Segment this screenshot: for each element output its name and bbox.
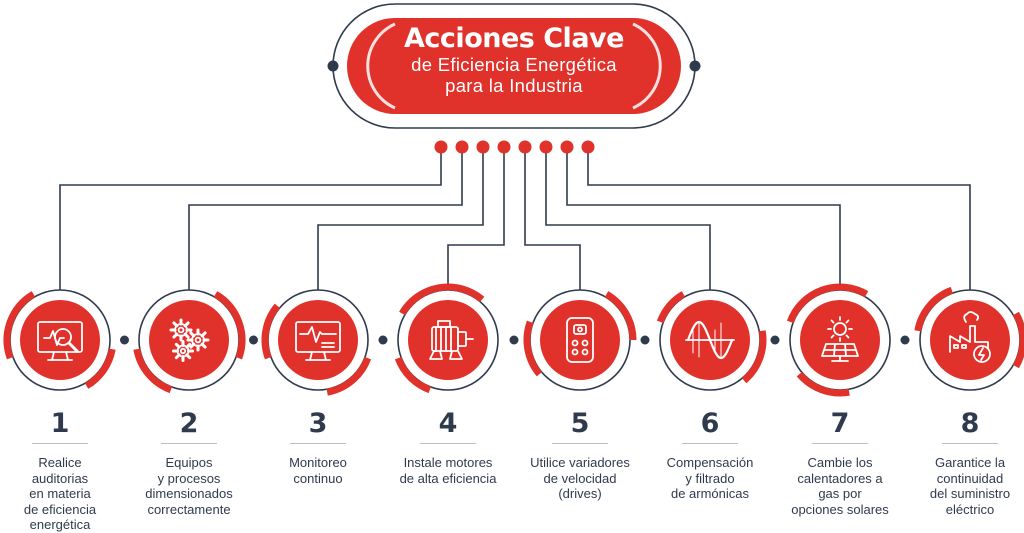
junction-node-2 — [455, 140, 469, 154]
connector-line-3 — [317, 147, 484, 290]
step-divider-6 — [682, 443, 738, 444]
step-arc-top-1 — [3, 291, 36, 360]
step-divider-5 — [552, 443, 608, 444]
junction-node-6 — [539, 140, 553, 154]
step-divider-8 — [942, 443, 998, 444]
step-circle-6 — [656, 289, 767, 391]
separator-dot-7 — [900, 335, 910, 345]
junction-node-5 — [518, 140, 532, 154]
step-circle-8 — [914, 286, 1024, 391]
step-circle-1 — [3, 289, 116, 391]
electric-motor-icon — [429, 320, 474, 360]
step-circle-4 — [394, 283, 499, 394]
step-number-4: 4 — [438, 408, 458, 439]
step-arc-bottom-7 — [796, 371, 850, 397]
connector-line-4 — [447, 147, 505, 290]
step-arc-bottom-8 — [914, 286, 954, 332]
separator-dot-3 — [378, 335, 388, 345]
step-divider-7 — [812, 443, 868, 444]
step-arc-bottom-4 — [394, 356, 432, 394]
step-label-1: Realice auditorias en materia de eficien… — [23, 455, 97, 532]
step-number-1: 1 — [50, 408, 70, 439]
separator-dot-4 — [509, 335, 519, 345]
step-arc-top-7 — [786, 283, 869, 324]
connector-line-2 — [188, 147, 463, 290]
junction-node-3 — [476, 140, 490, 154]
step-label-5: Utilice variadores de velocidad (drives) — [530, 455, 630, 501]
connector-line-6 — [545, 147, 711, 290]
step-label-7: Cambie los calentadores a gas por opcion… — [791, 455, 889, 517]
banner-subtitle-line1: de Eficiencia Energética — [411, 54, 617, 75]
step-circle-3 — [261, 289, 372, 396]
step-arc-top-2 — [213, 291, 246, 360]
step-arc-bottom-6 — [656, 291, 686, 324]
monitor-waveform-icon — [295, 321, 341, 361]
banner-right-accent — [632, 22, 662, 110]
step-arc-bottom-2 — [133, 348, 173, 394]
step-divider-2 — [161, 443, 217, 444]
step-label-4: Instale motores de alta eficiencia — [399, 455, 497, 486]
step-number-3: 3 — [308, 408, 328, 439]
step-number-5: 5 — [570, 408, 590, 439]
step-arc-top-6 — [741, 330, 767, 384]
separator-dot-5 — [640, 335, 650, 345]
banner-pill — [347, 18, 681, 114]
separator-dot-1 — [120, 335, 129, 345]
connector-line-7 — [566, 147, 841, 290]
drive-controller-icon — [566, 317, 594, 363]
junction-node-7 — [560, 140, 574, 154]
step-circle-2 — [133, 289, 246, 394]
junction-node-1 — [434, 140, 448, 154]
banner-title-block: Acciones Clave de Eficiencia Energética … — [352, 23, 676, 97]
step-arc-top-3 — [261, 303, 281, 360]
step-circle-7 — [786, 283, 891, 397]
step-label-3: Monitoreo continuo — [289, 455, 347, 486]
step-number-7: 7 — [830, 408, 850, 439]
step-arc-bottom-3 — [326, 356, 372, 396]
step-number-8: 8 — [960, 408, 980, 439]
step-circle-5 — [523, 289, 637, 391]
connector-line-5 — [524, 147, 581, 290]
junction-node-8 — [581, 140, 595, 154]
step-arc-top-4 — [399, 283, 485, 316]
step-divider-3 — [290, 443, 346, 444]
connector-line-8 — [587, 147, 971, 290]
banner-left-accent — [366, 22, 396, 110]
step-arc-top-5 — [604, 291, 637, 341]
step-arc-bottom-1 — [84, 348, 116, 389]
connector-line-1 — [59, 147, 442, 290]
junction-node-4 — [497, 140, 511, 154]
step-label-2: Equipos y procesos dimensionados correct… — [145, 455, 233, 517]
step-divider-1 — [32, 443, 88, 444]
banner-left-dot — [327, 60, 339, 72]
separator-dot-6 — [770, 335, 780, 345]
step-label-8: Garantice la continuidad del suministro … — [929, 455, 1011, 517]
step-label-6: Compensación y filtrado de armónicas — [666, 455, 754, 501]
step-divider-4 — [420, 443, 476, 444]
step-arc-top-8 — [1012, 311, 1024, 369]
step-number-2: 2 — [179, 408, 199, 439]
separator-dot-2 — [249, 335, 258, 345]
sine-wave-icon — [685, 320, 735, 360]
step-arc-bottom-5 — [523, 320, 543, 377]
banner-title: Acciones Clave — [404, 23, 624, 54]
gears-icon — [169, 318, 210, 362]
step-number-6: 6 — [700, 408, 720, 439]
banner-right-dot — [689, 60, 701, 72]
banner-subtitle-line2: para la Industria — [445, 75, 583, 96]
factory-power-icon — [949, 311, 991, 363]
solar-panel-icon — [821, 316, 859, 362]
monitor-magnifier-icon — [37, 321, 83, 361]
